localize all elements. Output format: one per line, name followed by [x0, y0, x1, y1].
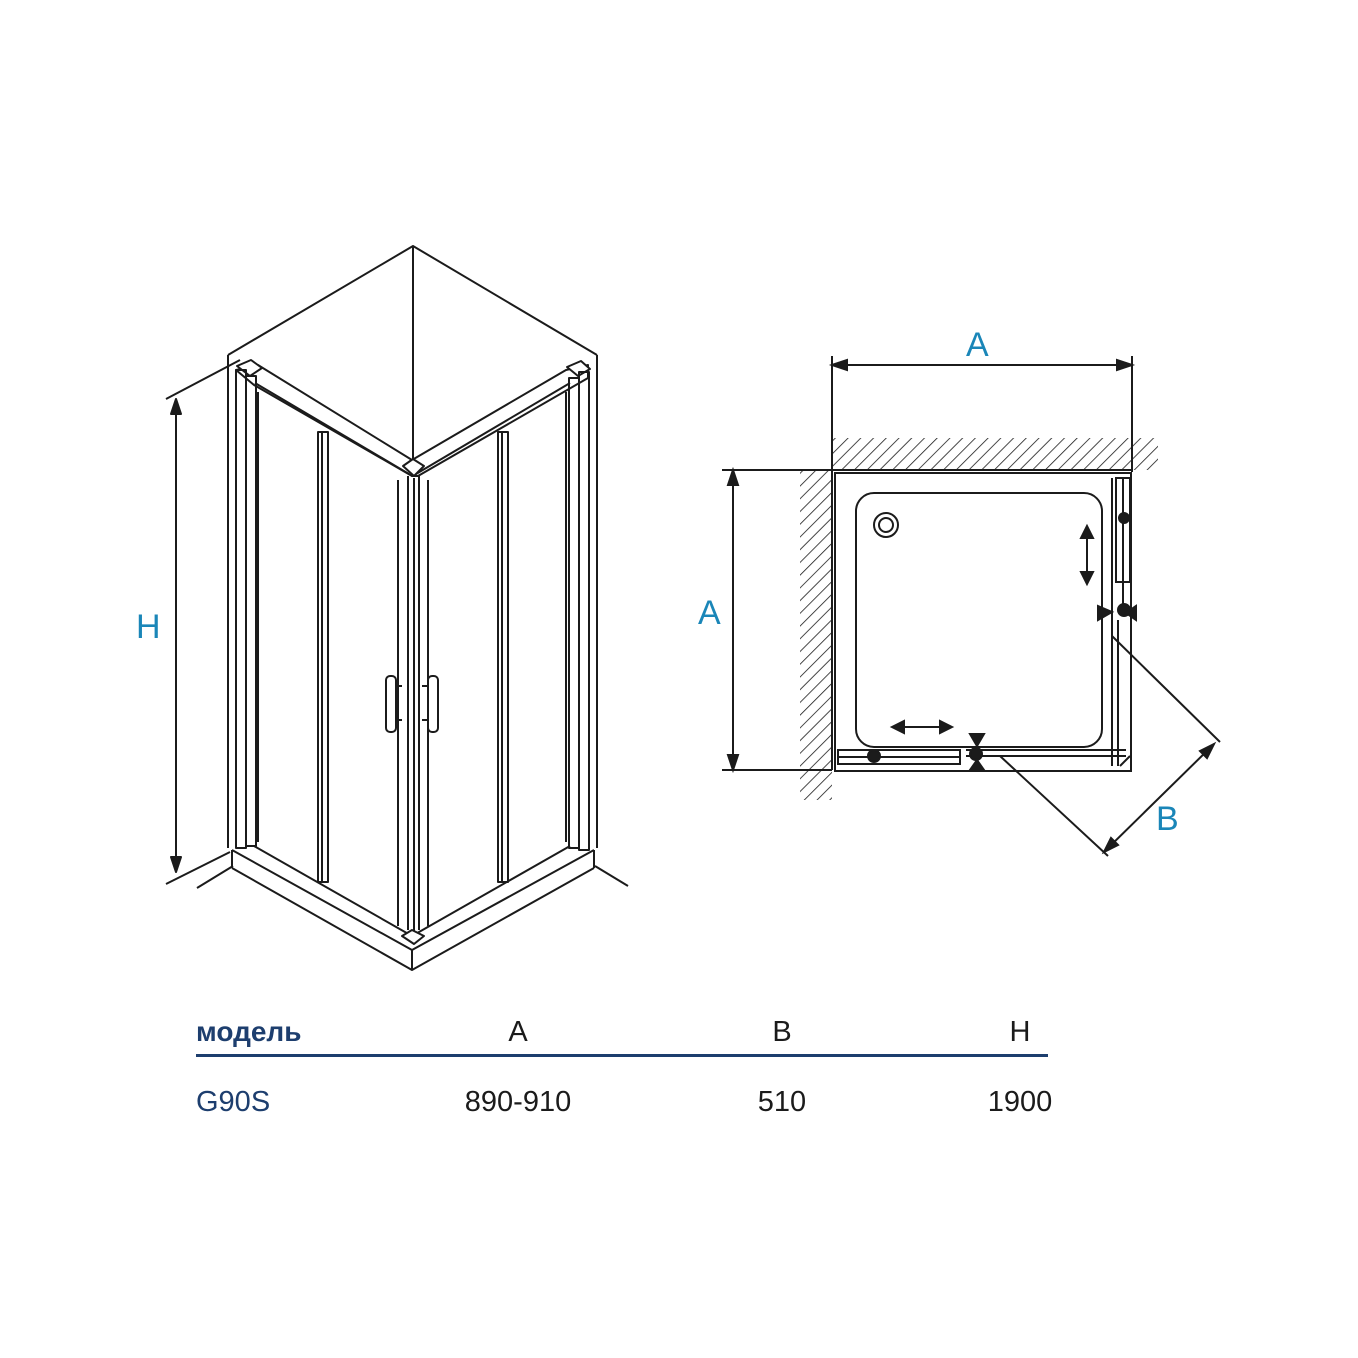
handle-right [427, 675, 439, 733]
slide-arrow-horizontal [889, 719, 955, 735]
isometric-view [165, 245, 629, 971]
height-dimension [165, 359, 241, 885]
width-dimension-top [828, 356, 1136, 472]
plan-right-doors [1097, 477, 1137, 766]
corner-cap-bottom [401, 929, 425, 945]
left-panels [257, 392, 399, 926]
tray-outline [834, 472, 1132, 772]
header-model: модель [196, 1016, 302, 1047]
door-opening-dimension [999, 635, 1221, 857]
height-label: H [136, 608, 161, 646]
room-walls [196, 245, 629, 889]
width-dimension-side [722, 466, 832, 774]
spec-table: модель A B H G90S 890-910 510 1900 [196, 1016, 1053, 1118]
door-handles [385, 675, 439, 733]
wall-hatch-top [832, 438, 1158, 470]
door-opening-label: B [1156, 800, 1179, 838]
width-side-label: A [698, 594, 721, 632]
corner-post [407, 476, 420, 932]
row-model: G90S [196, 1086, 271, 1118]
drain-icon [873, 512, 899, 538]
tray-basin [855, 492, 1103, 748]
right-panels [427, 392, 567, 926]
width-top-label: A [966, 326, 989, 364]
corner-cap-center [402, 458, 425, 477]
plan-view [722, 356, 1221, 857]
plan-bottom-doors [837, 733, 1131, 771]
handle-left [385, 675, 397, 733]
wall-hatch-left [800, 470, 832, 800]
table-rule [196, 1054, 1048, 1057]
slide-arrow-vertical [1079, 523, 1095, 587]
wall-profiles [235, 369, 590, 851]
shower-tray [231, 845, 595, 971]
